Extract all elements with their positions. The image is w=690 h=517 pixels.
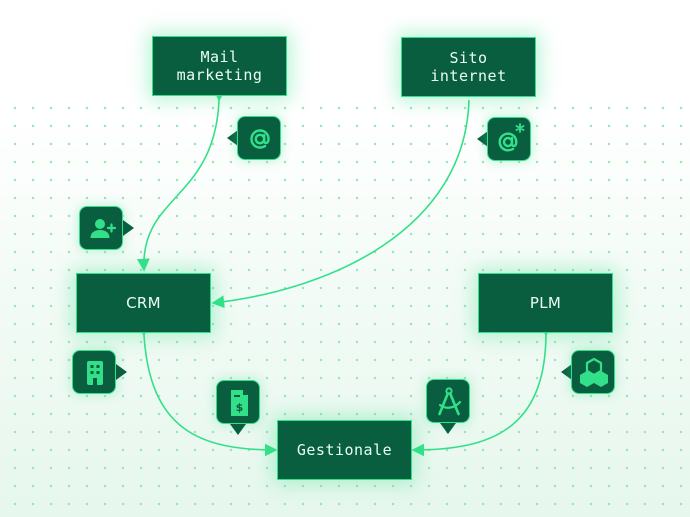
edge-plm-gestionale (411, 323, 553, 457)
node-plm: PLM (478, 273, 613, 333)
add-user-icon (79, 206, 123, 250)
badge-tail (227, 130, 238, 146)
edge-crm-gestionale (136, 323, 278, 457)
badge-tail (116, 364, 127, 380)
node-mail-marketing: Mail marketing (152, 36, 287, 96)
badge-tail (561, 364, 572, 380)
edge-sito-crm (211, 99, 470, 309)
node-crm: CRM (76, 273, 211, 333)
badge-tail (230, 424, 246, 435)
badge-tail (123, 220, 134, 236)
compass-tool-icon (426, 379, 470, 423)
at-sign-icon (237, 116, 281, 160)
badge-tail (477, 131, 488, 147)
building-icon (72, 350, 116, 394)
invoice-dollar-icon: $ (216, 380, 260, 424)
node-sito-internet: Sito internet (401, 37, 536, 97)
svg-text:$: $ (236, 401, 244, 414)
badge-tail (440, 423, 456, 434)
at-sign-asterisk-icon (487, 117, 531, 161)
edge-mail-crm (137, 88, 226, 272)
cubes-icon (571, 350, 615, 394)
node-gestionale: Gestionale (277, 420, 412, 480)
